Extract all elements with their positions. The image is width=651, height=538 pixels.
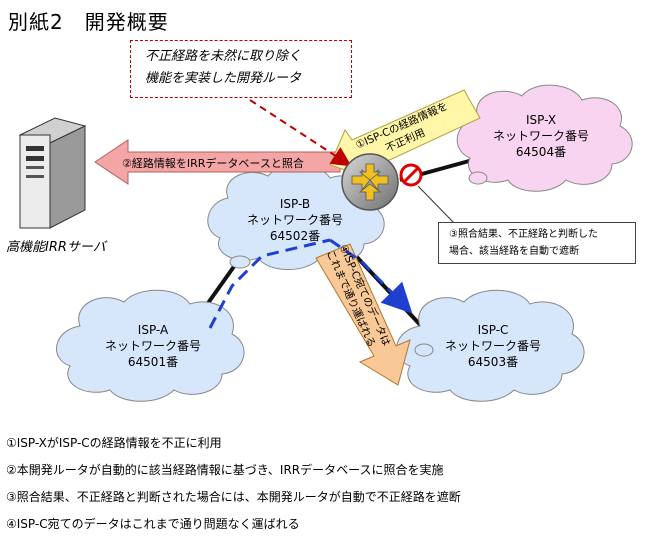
callout-line1: 不正経路を未然に取り除く — [145, 49, 302, 64]
note-item: ②本開発ルータが自動的に該当経路情報に基づき、IRRデータベースに照合を実施 — [6, 463, 444, 477]
developed-router-callout: 不正経路を未然に取り除く 機能を実装した開発ルータ — [130, 40, 352, 98]
note-item: ③照合結果、不正経路と判断された場合には、本開発ルータが自動で不正経路を遮断 — [6, 490, 461, 504]
block-icon — [399, 163, 423, 187]
isp-a-name: ISP-A — [137, 323, 169, 337]
isp-c-number: 64503番 — [467, 355, 519, 369]
arrow-irr-query-label: ②経路情報をIRRデータベースと照合 — [122, 156, 304, 170]
cloud-label-isp-c: ISP-C ネットワーク番号 64503番 — [438, 322, 548, 370]
route-path — [208, 238, 413, 329]
isp-c-network-label: ネットワーク番号 — [444, 339, 541, 353]
isp-a-number: 64501番 — [127, 355, 179, 369]
cloud-label-isp-b: ISP-B ネットワーク番号 64502番 — [240, 196, 350, 244]
block-note-line1: ③照合結果、不正経路と判断した — [449, 229, 598, 240]
server-icon — [18, 117, 87, 229]
block-note: ③照合結果、不正経路と判断した 場合、該当経路を自動で遮断 — [438, 222, 636, 264]
cloud-isp-c — [396, 289, 585, 402]
callout-pointer — [249, 99, 352, 167]
isp-b-name: ISP-B — [279, 197, 311, 211]
note-item: ④ISP-C宛てのデータはこれまで通り問題なく運ばれる — [6, 517, 300, 531]
arrow-data-flow — [315, 243, 411, 386]
isp-x-name: ISP-X — [525, 113, 557, 127]
block-note-line2: 場合、該当経路を自動で遮断 — [449, 246, 579, 257]
notes-list: ①ISP-XがISP-Cの経路情報を不正に利用 ②本開発ルータが自動的に該当経路… — [6, 430, 461, 538]
isp-b-network-label: ネットワーク番号 — [246, 213, 343, 227]
note-item: ①ISP-XがISP-Cの経路情報を不正に利用 — [6, 436, 222, 450]
router-icon — [341, 153, 399, 211]
callout-line2: 機能を実装した開発ルータ — [145, 71, 302, 86]
route-isp-a-to-isp-b — [208, 238, 331, 329]
server-label: 高機能IRRサーバ — [6, 240, 106, 255]
overview-diagram: ②経路情報をIRRデータベースと照合 ①ISP-Cの経路情報を 不正利用 ④IS… — [18, 84, 633, 402]
block-note-pointer — [417, 185, 456, 225]
page-title: 別紙2 開発概要 — [8, 10, 169, 34]
cloud-label-isp-a: ISP-A ネットワーク番号 64501番 — [98, 322, 208, 370]
cloud-label-isp-x: ISP-X ネットワーク番号 64504番 — [486, 112, 596, 160]
cloud-isp-a — [56, 289, 245, 402]
isp-x-network-label: ネットワーク番号 — [492, 129, 589, 143]
isp-x-number: 64504番 — [515, 145, 567, 159]
route-isp-b-to-isp-c — [329, 238, 413, 314]
isp-b-number: 64502番 — [269, 229, 321, 243]
cloud-isp-x — [456, 84, 633, 192]
isp-a-network-label: ネットワーク番号 — [104, 339, 201, 353]
isp-c-name: ISP-C — [477, 323, 509, 337]
